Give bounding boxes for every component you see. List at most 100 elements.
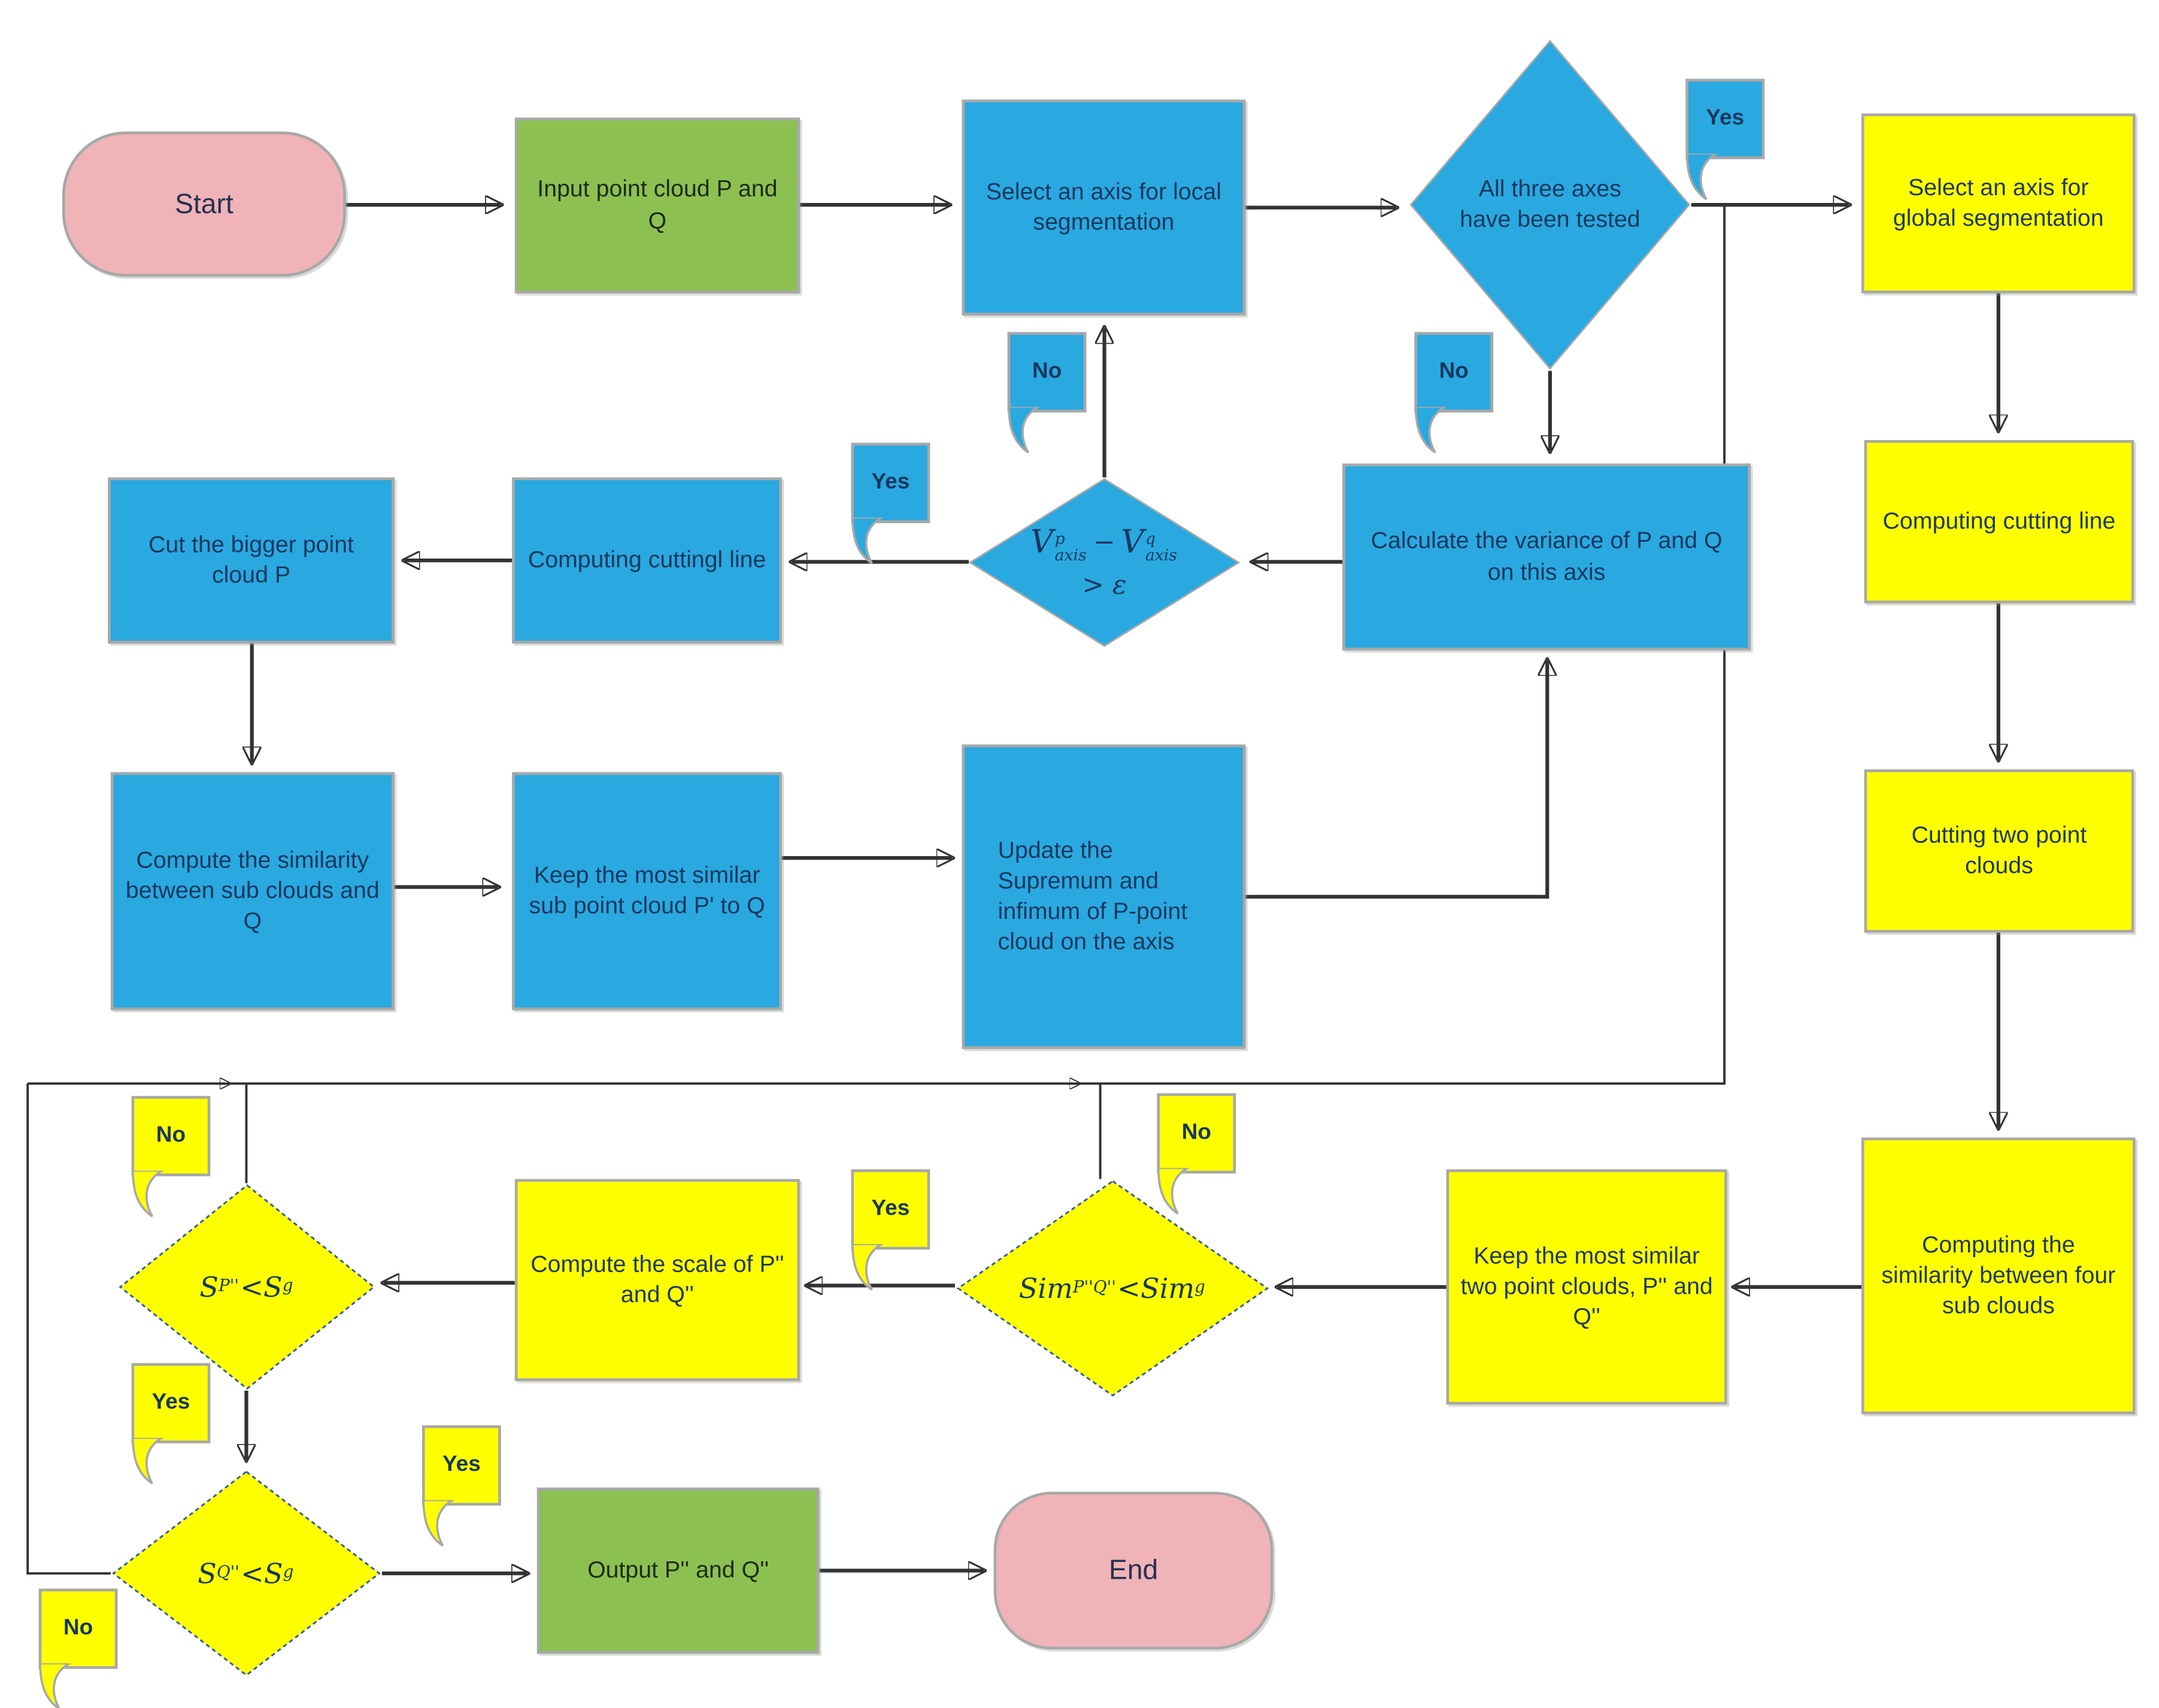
callout-no-sq: No	[38, 1588, 118, 1708]
callout-tail	[39, 1663, 72, 1708]
keep-two-node: Keep the most similar two point clouds, …	[1446, 1169, 1727, 1405]
callout-tail	[132, 1170, 165, 1218]
callout-no-sim: No	[1157, 1093, 1236, 1215]
math-v1-sub: axis	[1054, 544, 1087, 565]
computing-four-node: Computing the similarity between four su…	[1861, 1137, 2136, 1415]
cut-bigger-node: Cut the bigger point cloud P	[108, 477, 395, 644]
compute-scale-label: Compute the scale of P'' and Q''	[530, 1251, 784, 1308]
calc-variance-node: Calculate the variance of P and Q on thi…	[1342, 463, 1751, 651]
compute-scale-node: Compute the scale of P'' and Q''	[514, 1179, 800, 1381]
callout-tail	[132, 1437, 165, 1485]
callout-no-allthree: No	[1414, 332, 1494, 454]
cutting-two-node: Cutting two point clouds	[1864, 769, 2134, 933]
math-v1: V	[1030, 524, 1054, 560]
end-terminator: End	[993, 1491, 1273, 1650]
update-supremum-label: Update the Supremum and infimum of P-poi…	[997, 837, 1188, 955]
math-v2-sub: axis	[1145, 544, 1177, 565]
math-sim1: Sim	[1018, 1272, 1073, 1305]
callout-label: Yes	[871, 1197, 910, 1221]
computing-four-label: Computing the similarity between four su…	[1881, 1231, 2116, 1319]
input-label: Input point cloud P and Q	[537, 176, 778, 233]
keep-similar-sub-label: Keep the most similar sub point cloud P'…	[529, 861, 765, 919]
diamond-shape	[968, 477, 1242, 647]
calc-variance-label: Calculate the variance of P and Q on thi…	[1370, 527, 1723, 585]
compute-similarity-sub-label: Compute the similarity between sub cloud…	[125, 847, 380, 935]
computing-cuttingl-label: Computing cuttingl line	[527, 546, 766, 573]
math-sp1: S	[199, 1270, 219, 1304]
computing-cuttingl-node: Computing cuttingl line	[512, 477, 782, 644]
math-sp2-sub: g	[282, 1276, 293, 1296]
math-v1-sup: p	[1054, 529, 1065, 548]
start-terminator: Start	[62, 131, 346, 277]
callout-yes-sp: Yes	[131, 1363, 211, 1485]
callout-label: Yes	[442, 1453, 481, 1477]
cutting-two-label: Cutting two point clouds	[1911, 821, 2087, 879]
callout-yes-sim: Yes	[851, 1169, 930, 1291]
callout-yes-allthree: Yes	[1685, 78, 1765, 201]
math-v2-sup: q	[1145, 529, 1156, 548]
callout-label: Yes	[871, 470, 910, 494]
diamond-shape	[955, 1179, 1270, 1397]
callout-label: No	[63, 1616, 93, 1640]
callout-label: No	[1181, 1121, 1211, 1145]
math-minus: −	[1093, 527, 1115, 559]
callout-tail	[851, 517, 884, 565]
diamond-shape	[1409, 39, 1691, 371]
math-sq2: S	[263, 1557, 283, 1590]
start-label: Start	[175, 189, 234, 220]
computing-cutting-line-label: Computing cutting line	[1882, 508, 2116, 535]
callout-label: No	[1032, 359, 1062, 384]
math-sim2-sub: g	[1194, 1277, 1205, 1297]
computing-cutting-line-node: Computing cutting line	[1864, 440, 2134, 603]
keep-similar-sub-node: Keep the most similar sub point cloud P'…	[512, 772, 782, 1011]
edge-updatesup-calcvariance	[1245, 660, 1547, 899]
callout-no-sp: No	[131, 1096, 211, 1218]
math-sq1: S	[198, 1557, 217, 1590]
callout-label: No	[1439, 359, 1469, 384]
callout-tail	[1414, 406, 1447, 454]
callout-label: No	[156, 1123, 186, 1148]
callout-tail	[1157, 1167, 1190, 1215]
diamond-shape	[117, 1183, 376, 1391]
math-v2: V	[1121, 524, 1144, 560]
math-epsilon-condition: > ε	[1082, 569, 1127, 600]
update-supremum-node: Update the Supremum and infimum of P-poi…	[962, 744, 1246, 1049]
math-sim-op: <	[1117, 1272, 1141, 1305]
keep-two-label: Keep the most similar two point clouds, …	[1460, 1242, 1713, 1330]
input-node: Input point cloud P and Q	[514, 117, 800, 294]
callout-label: Yes	[151, 1391, 190, 1415]
all-three-decision: All three axes have been tested	[1409, 39, 1691, 371]
callout-yes-vcheck: Yes	[851, 442, 930, 565]
output-label: Output P'' and Q''	[587, 1557, 769, 1583]
callout-tail	[1008, 406, 1041, 454]
edge-sq-no-left-up	[26, 1083, 111, 1575]
cut-bigger-label: Cut the bigger point cloud P	[148, 531, 354, 588]
math-sq-op: <	[241, 1557, 264, 1590]
all-three-label: All three axes have been tested	[1460, 175, 1641, 233]
math-sp2: S	[263, 1270, 283, 1304]
math-sq2-sub: g	[283, 1563, 294, 1582]
math-sp1-sub: P''	[219, 1276, 239, 1296]
select-local-label: Select an axis for local segmentation	[986, 178, 1222, 235]
math-sim1-sub: P''Q''	[1072, 1277, 1116, 1297]
callout-tail	[422, 1500, 455, 1547]
output-node: Output P'' and Q''	[536, 1487, 820, 1654]
callout-yes-sq: Yes	[422, 1425, 501, 1547]
compute-similarity-sub-node: Compute the similarity between sub cloud…	[110, 772, 395, 1011]
callout-no-vcheck: No	[1007, 332, 1087, 454]
callout-label: Yes	[1706, 106, 1745, 131]
callout-tail	[851, 1244, 884, 1291]
select-global-node: Select an axis for global segmentation	[1861, 113, 2136, 294]
select-global-label: Select an axis for global segmentation	[1893, 174, 2104, 232]
callout-tail	[1685, 153, 1718, 201]
